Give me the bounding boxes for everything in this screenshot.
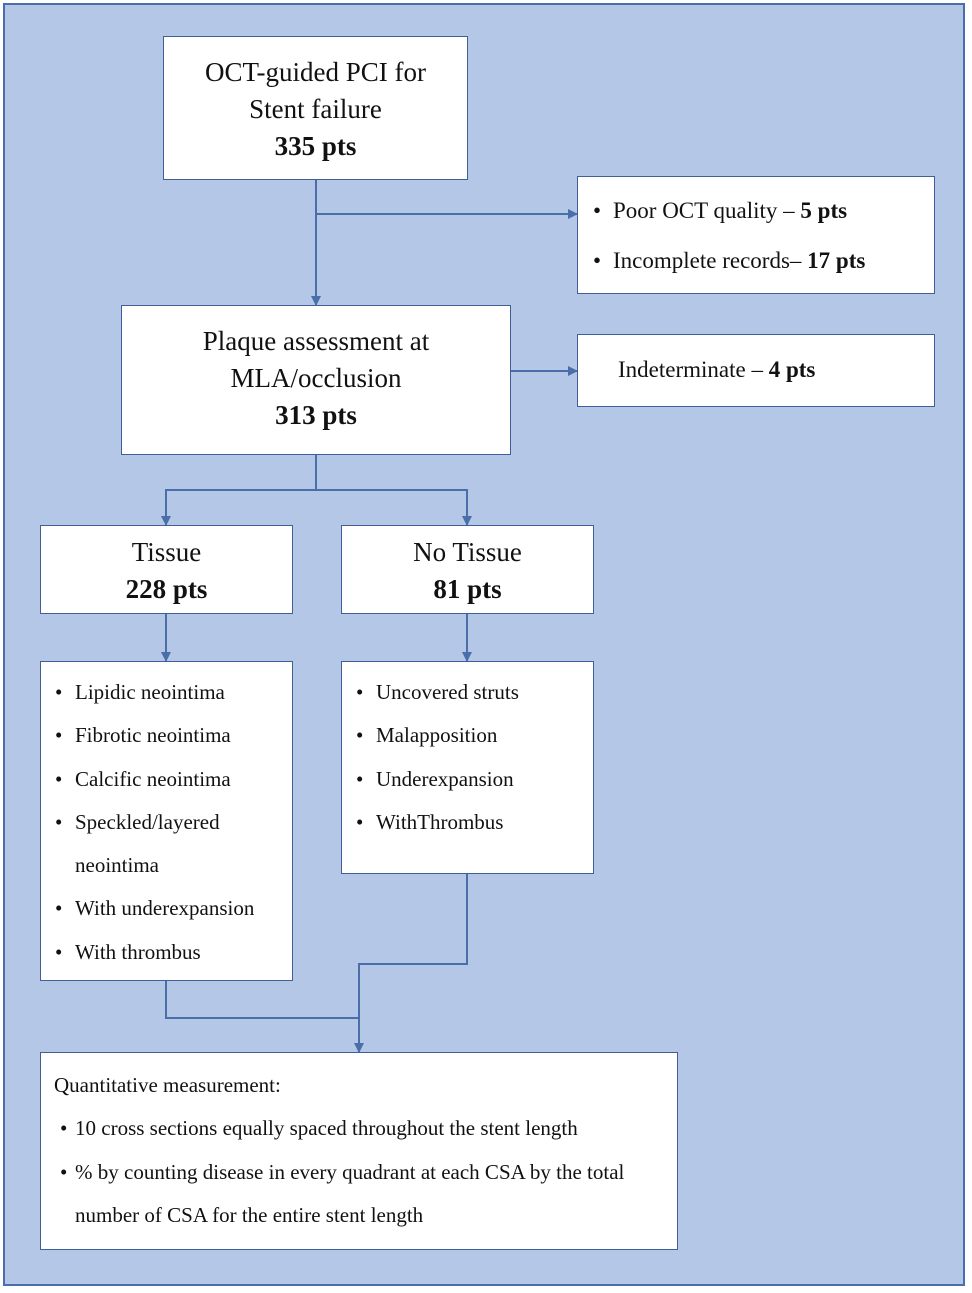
list-item: WithThrombus	[346, 801, 593, 845]
exclusion-item-incomplete: Incomplete records– 17 pts	[583, 236, 934, 286]
list-item: Fibrotic neointima	[45, 714, 292, 758]
plaque-line2: MLA/occlusion	[230, 363, 402, 393]
plaque-line1: Plaque assessment at	[202, 326, 430, 356]
list-item: 10 cross sections equally spaced through…	[50, 1107, 677, 1151]
quantitative-box: Quantitative measurement: 10 cross secti…	[40, 1052, 678, 1250]
no-tissue-count: 81 pts	[433, 574, 502, 604]
connector-plaque-split	[161, 455, 317, 526]
list-item: Uncovered struts	[346, 671, 593, 715]
tissue-list-box: Lipidic neointima Fibrotic neointima Cal…	[40, 661, 293, 981]
start-line1: OCT-guided PCI for	[205, 57, 426, 87]
quantitative-title: Quantitative measurement:	[54, 1073, 281, 1097]
no-tissue-title: No Tissue	[413, 537, 522, 567]
list-item: % by counting disease in every quadrant …	[50, 1151, 645, 1238]
start-count: 335 pts	[274, 131, 357, 161]
connector-no-tissue-list-to-quant	[354, 874, 468, 1053]
plaque-count: 313 pts	[275, 400, 357, 430]
indeterminate-label: Indeterminate –	[618, 357, 769, 382]
indeterminate-box: Indeterminate – 4 pts	[577, 334, 935, 407]
no-tissue-box: No Tissue 81 pts	[341, 525, 594, 614]
tissue-box: Tissue 228 pts	[40, 525, 293, 614]
tissue-title: Tissue	[131, 537, 202, 567]
exclusion-item-poor-quality: Poor OCT quality – 5 pts	[583, 186, 934, 236]
no-tissue-list-box: Uncovered struts Malapposition Underexpa…	[341, 661, 594, 874]
plaque-assessment-box: Plaque assessment at MLA/occlusion 313 p…	[121, 305, 511, 455]
list-item: Calcific neointima	[45, 758, 292, 802]
start-box: OCT-guided PCI for Stent failure 335 pts	[163, 36, 468, 180]
list-item: Malapposition	[346, 714, 593, 758]
connector-tissue-list-to-quant	[165, 981, 359, 1019]
list-item: With thrombus	[45, 931, 292, 975]
exclusion-box: Poor OCT quality – 5 pts Incomplete reco…	[577, 176, 935, 294]
tissue-count: 228 pts	[125, 574, 208, 604]
list-item: With underexpansion	[45, 887, 292, 931]
list-item: Underexpansion	[346, 758, 593, 802]
list-item: Speckled/layered neointima	[45, 801, 245, 888]
connector-plaque-to-no-tissue	[316, 489, 472, 526]
list-item: Lipidic neointima	[45, 671, 292, 715]
start-line2: Stent failure	[249, 94, 382, 124]
indeterminate-count: 4 pts	[768, 357, 816, 382]
